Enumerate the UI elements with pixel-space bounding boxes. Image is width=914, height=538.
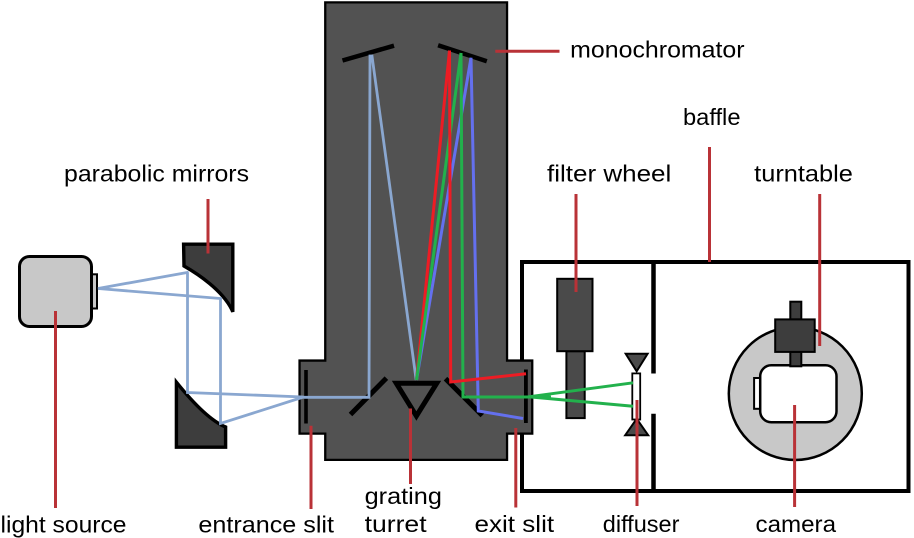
svg-text:camera: camera	[756, 511, 837, 537]
svg-text:grating: grating	[365, 483, 442, 509]
svg-text:baffle: baffle	[683, 104, 741, 130]
svg-text:light source: light source	[1, 512, 127, 538]
svg-text:turntable: turntable	[754, 161, 853, 187]
svg-text:turret: turret	[365, 511, 428, 537]
svg-text:diffuser: diffuser	[603, 511, 680, 537]
svg-text:parabolic mirrors: parabolic mirrors	[64, 161, 249, 187]
svg-text:monochromator: monochromator	[570, 37, 745, 63]
svg-text:exit slit: exit slit	[475, 511, 555, 537]
svg-text:entrance slit: entrance slit	[198, 512, 334, 538]
svg-text:filter wheel: filter wheel	[547, 161, 671, 187]
